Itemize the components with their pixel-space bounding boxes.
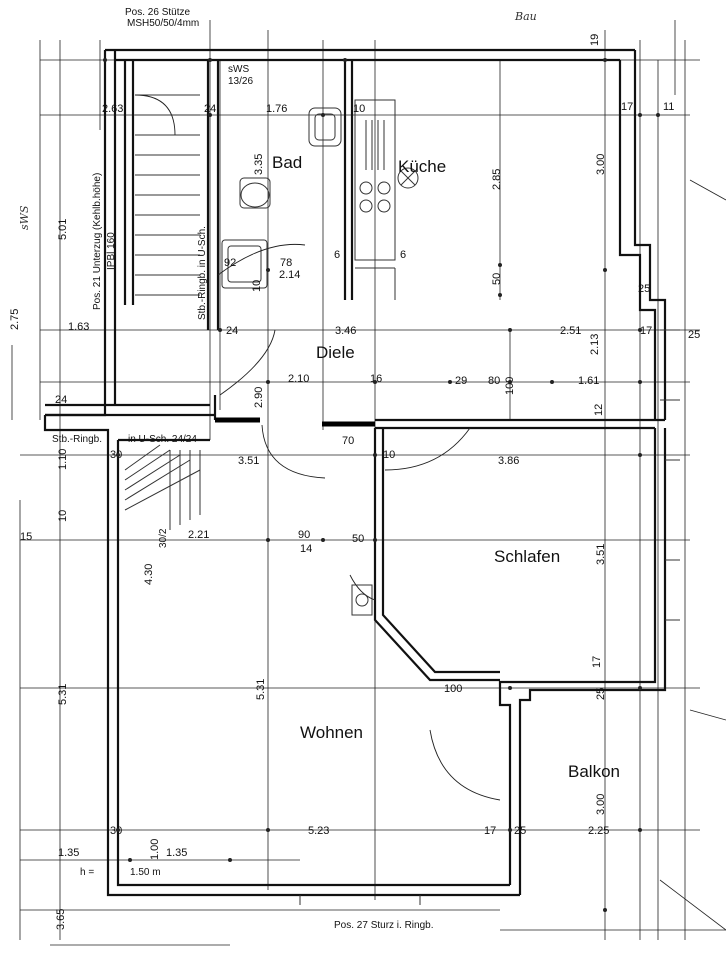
room-label-wohnen: Wohnen	[300, 723, 363, 742]
dim-label: 10	[251, 280, 263, 292]
dim-label: 25	[514, 825, 526, 837]
dim-label: 2.75	[9, 309, 21, 330]
room-label-schlafen: Schlafen	[494, 547, 560, 566]
dim-label: 2.51	[560, 325, 581, 337]
note-in-u-sch: in U-Sch. 24/24	[128, 434, 197, 445]
dimension-labels: 19 2.63 24 1.76 10 17 11 3.35 3.00 2.85 …	[9, 34, 700, 930]
dim-label: 5.31	[57, 684, 69, 705]
dimension-lines	[11, 20, 700, 940]
tick-marks	[103, 58, 660, 912]
dim-label: 3.46	[335, 325, 356, 337]
section-lines	[50, 20, 726, 946]
note-stb-ringb: Stb.-Ringb.	[52, 434, 102, 445]
dim-label: 5.31	[255, 679, 267, 700]
dim-label: 100	[504, 377, 516, 395]
dim-label: 19	[589, 34, 601, 46]
dim-label: 2.90	[253, 387, 265, 408]
note-bau: Bau	[514, 10, 537, 23]
dim-label: 1.76	[266, 103, 287, 115]
dim-label: 10	[353, 103, 365, 115]
dim-label: 100	[444, 683, 462, 695]
dim-label: 24	[55, 394, 67, 406]
dim-label: 3.35	[253, 154, 265, 175]
dim-label: 25	[595, 688, 607, 700]
dim-label: 17	[621, 101, 633, 113]
room-label-kueche: Küche	[398, 157, 446, 176]
dim-label: 2.10	[288, 373, 309, 385]
dim-label: 24	[204, 103, 216, 115]
dim-label: 70	[342, 435, 354, 447]
dim-label: 2.85	[491, 169, 503, 190]
note-stair: 30/2	[158, 528, 169, 548]
room-label-diele: Diele	[316, 343, 355, 362]
dim-label: 1.00	[149, 839, 161, 860]
note-sws-line2: 13/26	[228, 76, 253, 87]
dim-label: 1.35	[58, 847, 79, 859]
dim-label: 1.63	[68, 321, 89, 333]
dim-label: 5.01	[57, 219, 69, 240]
dim-label: 3.00	[595, 794, 607, 815]
note-sws-left: sWS	[18, 205, 31, 230]
note-stb-ringb-vertical: Stb.-Ringb. in U-Sch.	[197, 226, 208, 320]
note-pos27: Pos. 27 Sturz i. Ringb.	[334, 920, 434, 931]
room-label-bad: Bad	[272, 153, 302, 172]
dim-label: 25	[688, 329, 700, 341]
dim-label: 1.10	[57, 449, 69, 470]
doors	[217, 243, 501, 801]
dim-label: 6	[400, 249, 406, 261]
note-h-eq: h =	[80, 867, 94, 878]
dim-label: 5.23	[308, 825, 329, 837]
dim-label: 3.51	[595, 544, 607, 565]
dim-label: 17	[484, 825, 496, 837]
dim-label: 3.65	[55, 909, 67, 930]
kitchen-fixtures	[354, 99, 419, 300]
dim-label: 17	[591, 656, 603, 668]
note-ipbl: IPBl 160	[106, 232, 117, 270]
dim-label: 78	[280, 257, 292, 269]
dim-label: 10	[57, 510, 69, 522]
dim-label: 1.35	[166, 847, 187, 859]
stair	[134, 94, 200, 296]
dim-label: 15	[20, 531, 32, 543]
dim-label: 2.21	[188, 529, 209, 541]
dim-label: 17	[640, 325, 652, 337]
note-pos26-line2: MSH50/50/4mm	[127, 18, 199, 29]
dim-label: 4.30	[143, 564, 155, 585]
dim-label: 1.61	[578, 375, 599, 387]
dim-label: 14	[300, 543, 312, 555]
dim-label: 29	[455, 375, 467, 387]
note-unterzug: Pos. 21 Unterzug (Kehlb.höhe)	[92, 173, 103, 310]
note-pos26-line1: Pos. 26 Stütze	[125, 7, 190, 18]
dim-label: 6	[334, 249, 340, 261]
dim-label: 25	[638, 283, 650, 295]
dim-label: 10	[383, 449, 395, 461]
dim-label: 12	[593, 404, 605, 416]
note-sws-line1: sWS	[228, 64, 249, 75]
dim-label: 24	[226, 325, 238, 337]
dim-label: 80	[488, 375, 500, 387]
dim-label: 3.51	[238, 455, 259, 467]
window-marks	[299, 329, 680, 905]
room-label-balkon: Balkon	[568, 762, 620, 781]
bathroom-fixtures	[221, 107, 342, 289]
dim-label: 2.13	[589, 334, 601, 355]
dim-label: 92	[224, 257, 236, 269]
dim-label: 2.14	[279, 269, 300, 281]
dim-label: 90	[298, 529, 310, 541]
dim-label: 11	[663, 101, 674, 113]
dim-label: 2.25	[588, 825, 609, 837]
dim-label: 30	[110, 825, 122, 837]
dim-label: 3.86	[498, 455, 519, 467]
dim-label: 50	[352, 533, 364, 545]
dim-label: 50	[491, 273, 503, 285]
dim-label: 3.00	[595, 154, 607, 175]
note-150m: 1.50 m	[130, 867, 161, 878]
walls	[43, 48, 667, 897]
spiral-stair	[124, 444, 201, 530]
dim-label: 2.63	[102, 103, 123, 115]
